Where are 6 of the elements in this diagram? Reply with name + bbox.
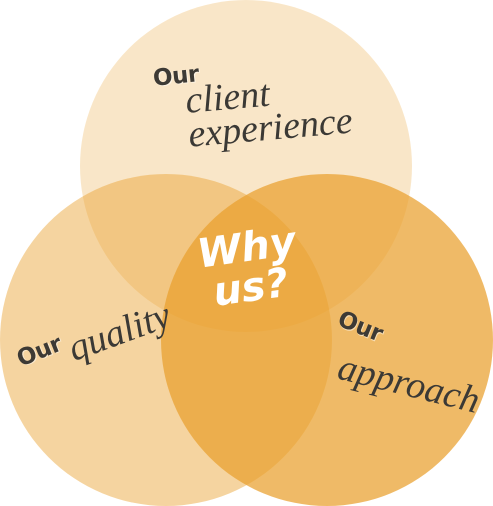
circle-heading: Our <box>14 332 66 372</box>
circle-label: approach <box>334 350 483 418</box>
circle-heading: Our <box>152 63 200 91</box>
circle-heading: Our <box>334 308 386 346</box>
circle-label: quality <box>64 298 175 366</box>
center-label: Why us? <box>194 222 300 314</box>
